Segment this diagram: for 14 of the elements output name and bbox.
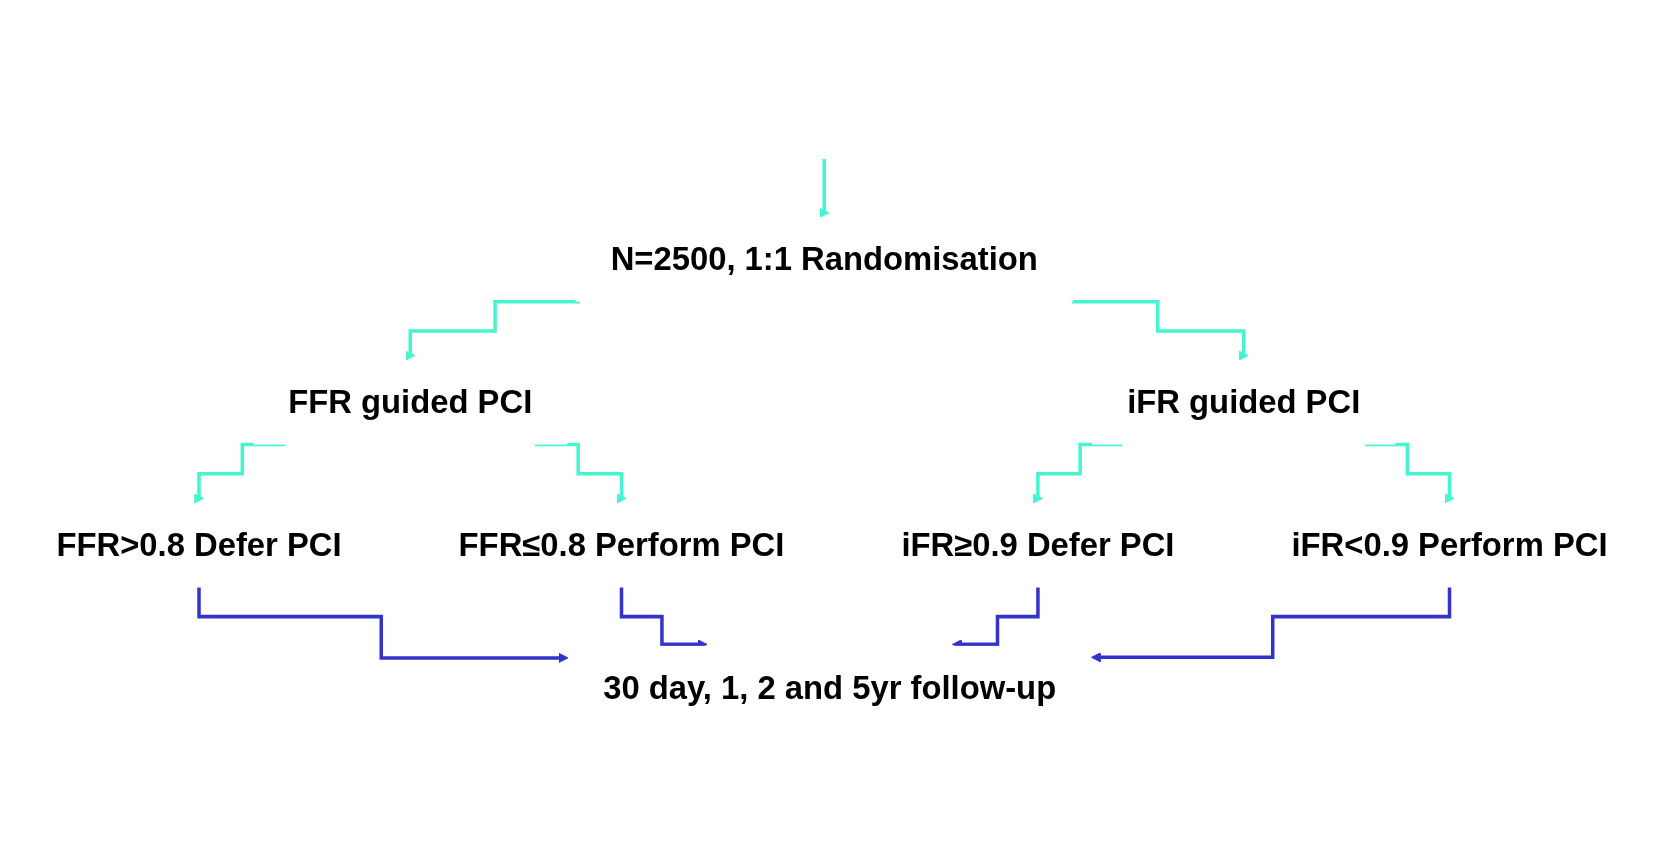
node-text: iFR≥0.9 Defer PCI (901, 526, 1175, 563)
arrow (1365, 442, 1455, 504)
node-text: N=2500, 1:1 Randomisation (610, 240, 1038, 278)
arrow (1090, 585, 1452, 663)
arrow (405, 300, 580, 361)
node-text: FFR≤0.8 Perform PCI (458, 526, 785, 563)
arrow (1032, 442, 1123, 504)
arrow (1071, 300, 1249, 361)
node-text: iFR<0.9 Perform PCI (1291, 526, 1608, 563)
arrow (819, 157, 830, 218)
arrow (534, 442, 627, 504)
arrow (193, 442, 286, 504)
node-text: FFR>0.8 Defer PCI (56, 526, 342, 563)
arrow (197, 585, 569, 664)
